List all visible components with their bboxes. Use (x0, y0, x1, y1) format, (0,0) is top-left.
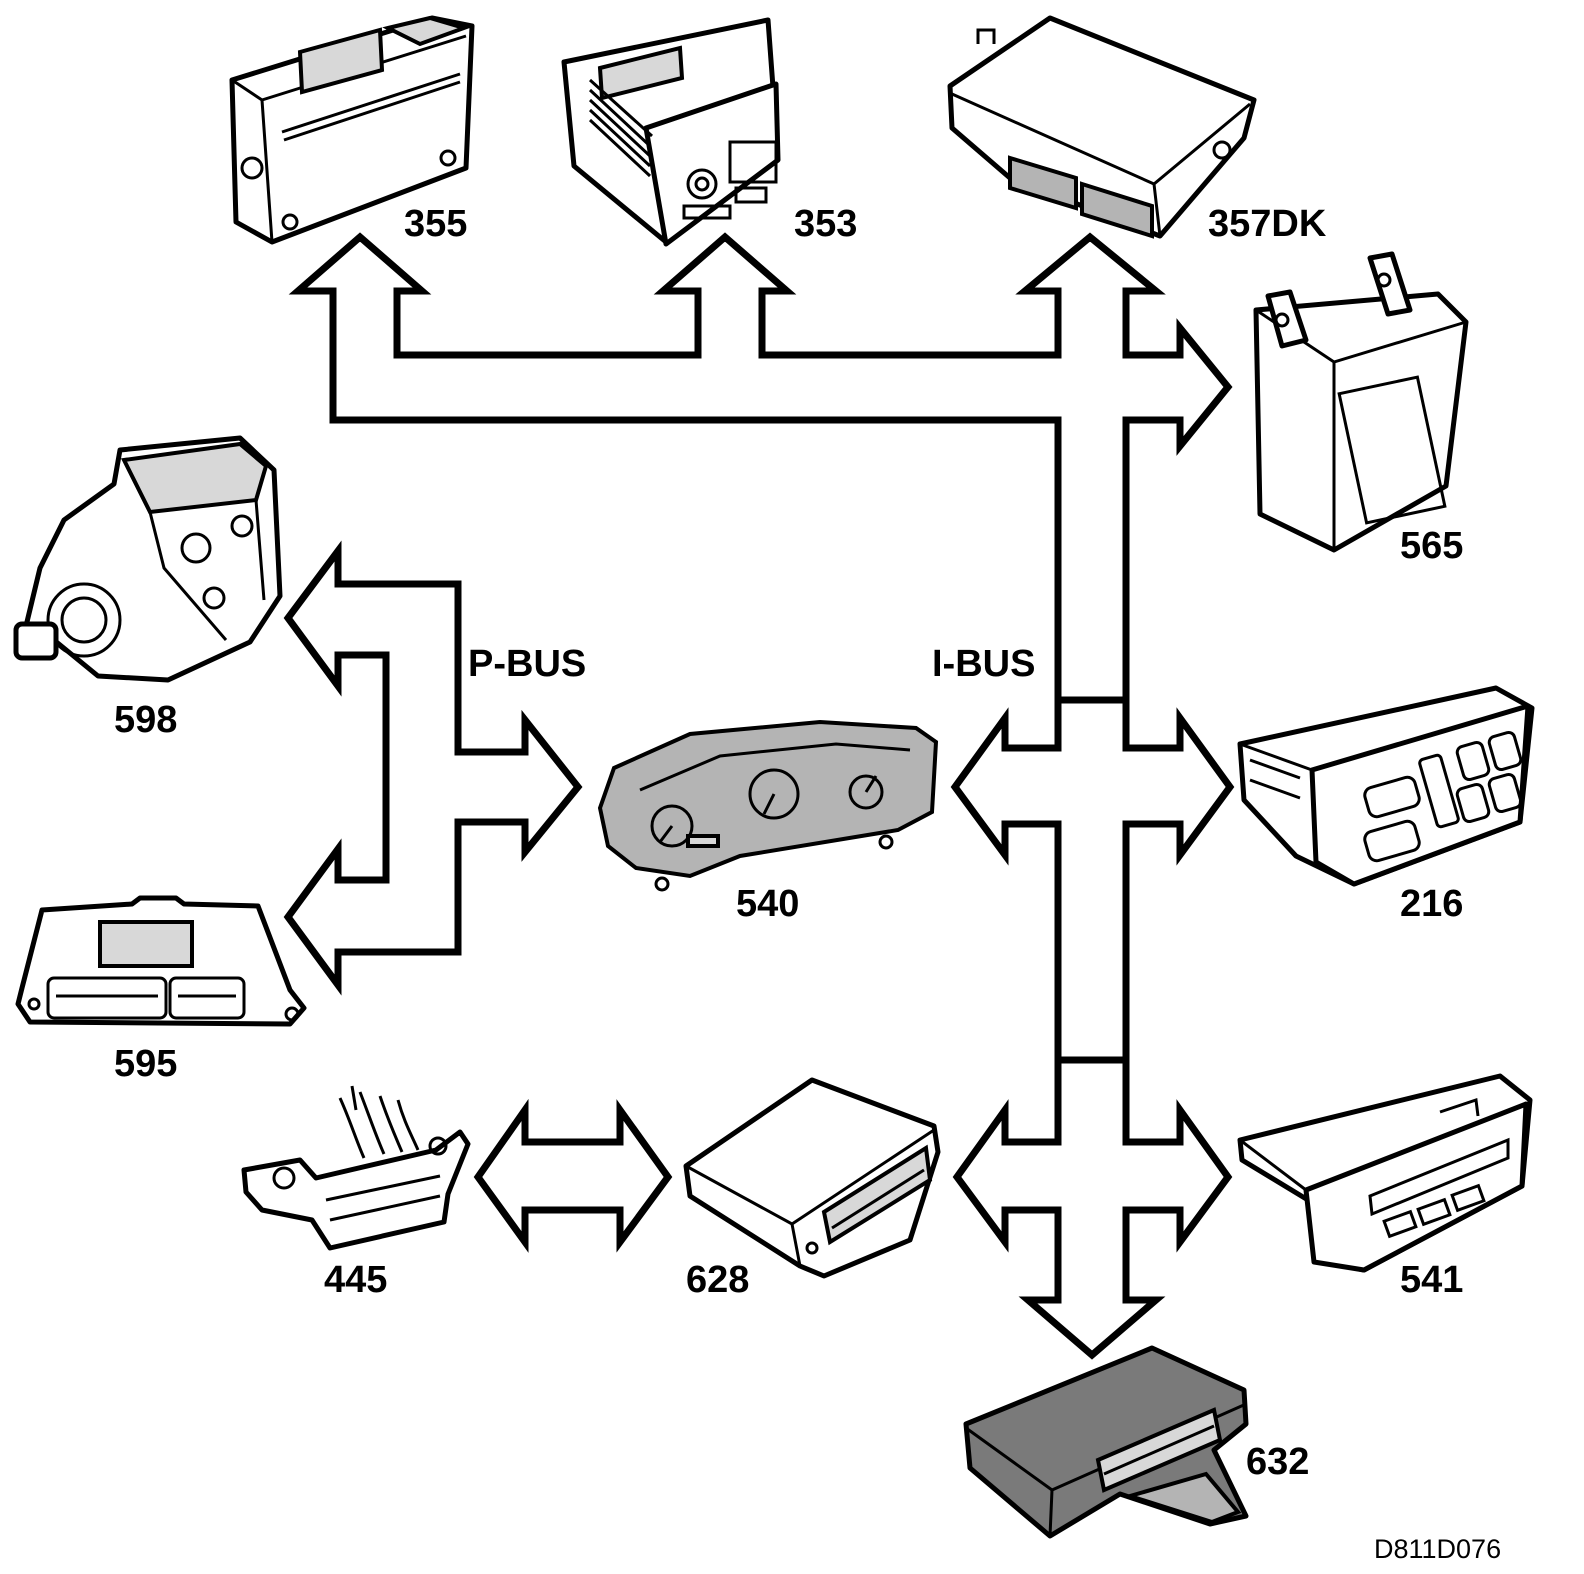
component-353 (561, 17, 781, 247)
component-565 (1253, 251, 1469, 553)
label-445: 445 (324, 1259, 387, 1301)
label-353: 353 (794, 203, 857, 245)
component-216 (1237, 685, 1535, 887)
component-541 (1237, 1073, 1533, 1273)
label-628: 628 (686, 1259, 749, 1301)
ibus-middle-arrow (950, 696, 1235, 1064)
pbus-arrow (283, 540, 583, 996)
component-595 (15, 895, 307, 1027)
component-598 (13, 435, 283, 683)
diag-link-arrow (473, 1098, 673, 1253)
label-216: 216 (1400, 883, 1463, 925)
label-598: 598 (114, 699, 177, 741)
component-355 (229, 15, 475, 245)
label-565: 565 (1400, 525, 1463, 567)
label-595: 595 (114, 1043, 177, 1085)
pbus-label: P-BUS (468, 643, 586, 685)
component-632 (963, 1345, 1249, 1539)
label-541: 541 (1400, 1259, 1463, 1301)
label-355: 355 (404, 203, 467, 245)
component-628 (683, 1077, 941, 1279)
ibus-label: I-BUS (932, 643, 1035, 685)
reference-code: D811D076 (1374, 1534, 1501, 1564)
ibus-upper-arrow (288, 232, 1233, 704)
component-357dk (947, 15, 1257, 239)
component-445 (241, 1085, 471, 1251)
label-540: 540 (736, 883, 799, 925)
component-540 (597, 719, 939, 892)
ibus-lower-arrow (952, 1056, 1233, 1360)
label-357dk: 357DK (1208, 203, 1327, 245)
label-632: 632 (1246, 1441, 1309, 1483)
